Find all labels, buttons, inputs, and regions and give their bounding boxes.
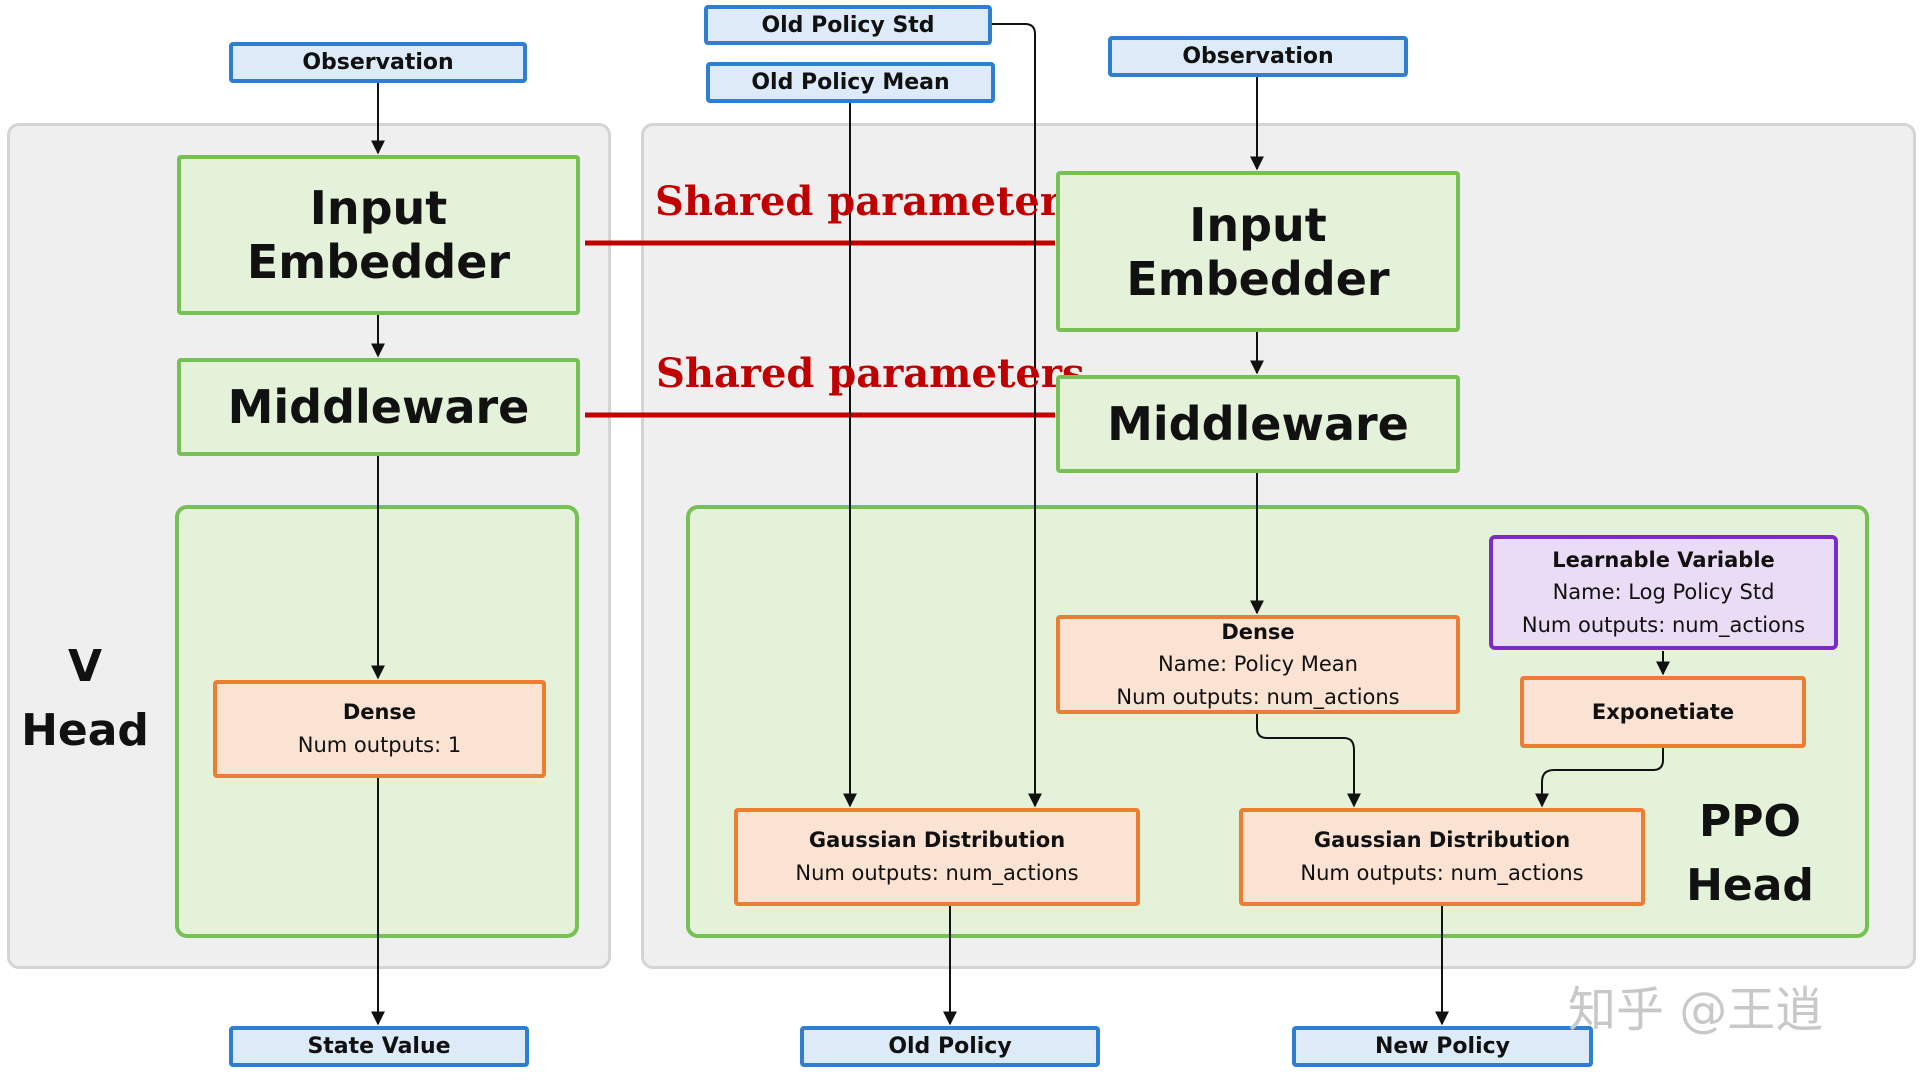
gaussian-old-outputs: Num outputs: num_actions: [795, 861, 1079, 885]
v-input-embedder: Input Embedder: [177, 155, 580, 315]
ppo-head-label: PPO Head: [1670, 790, 1830, 918]
learnable-variable-log-std: Learnable Variable Name: Log Policy Std …: [1489, 535, 1838, 650]
v-head-label-line1: V: [67, 641, 103, 692]
old-policy-output: Old Policy: [800, 1026, 1100, 1067]
ppo-input-embedder: Input Embedder: [1056, 171, 1460, 332]
shared-parameters-label-middleware: Shared parameters: [656, 350, 1085, 397]
ppo-dense-layer: Dense Name: Policy Mean Num outputs: num…: [1056, 615, 1460, 714]
old-policy-mean-input: Old Policy Mean: [706, 62, 995, 103]
gaussian-new-title: Gaussian Distribution: [1313, 828, 1571, 853]
v-head-label: V Head: [10, 635, 160, 763]
ppo-dense-title: Dense: [1221, 619, 1295, 644]
shared-parameters-label-embedder: Shared parameters: [655, 178, 1084, 225]
old-policy-std-input: Old Policy Std: [704, 5, 992, 45]
new-policy-output: New Policy: [1292, 1026, 1593, 1067]
ppo-observation-input: Observation: [1108, 36, 1408, 77]
gaussian-distribution-old: Gaussian Distribution Num outputs: num_a…: [734, 808, 1140, 906]
ppo-head-label-line1: PPO: [1699, 796, 1801, 847]
v-dense-layer: Dense Num outputs: 1: [213, 680, 546, 778]
v-dense-title: Dense: [342, 700, 417, 725]
ppo-dense-outputs: Num outputs: num_actions: [1116, 684, 1400, 709]
zhihu-watermark: 知乎 @王逍: [1568, 982, 1824, 1038]
state-value-output: State Value: [229, 1026, 529, 1067]
v-dense-outputs: Num outputs: 1: [297, 733, 462, 757]
arrow-exponentiate-gaussian-new: [1535, 747, 1664, 808]
v-head-label-line2: Head: [21, 704, 149, 756]
arrow-dense-gaussian-new: [1256, 713, 1361, 808]
gaussian-old-title: Gaussian Distribution: [808, 828, 1066, 853]
v-middleware: Middleware: [177, 358, 580, 456]
gaussian-distribution-new: Gaussian Distribution Num outputs: num_a…: [1239, 808, 1645, 906]
exponentiate-layer: Exponetiate: [1520, 676, 1806, 748]
arrow-oldstd-gaussian-old: [992, 23, 1042, 808]
learnable-variable-outputs: Num outputs: num_actions: [1521, 612, 1806, 637]
ppo-dense-name: Name: Policy Mean: [1157, 652, 1358, 677]
learnable-variable-title: Learnable Variable: [1552, 547, 1775, 572]
gaussian-new-outputs: Num outputs: num_actions: [1300, 861, 1584, 885]
exponentiate-title: Exponetiate: [1591, 699, 1735, 724]
v-observation-input: Observation: [229, 42, 527, 83]
ppo-middleware: Middleware: [1056, 375, 1460, 473]
learnable-variable-name: Name: Log Policy Std: [1552, 580, 1775, 605]
ppo-head-label-line2: Head: [1686, 859, 1814, 911]
